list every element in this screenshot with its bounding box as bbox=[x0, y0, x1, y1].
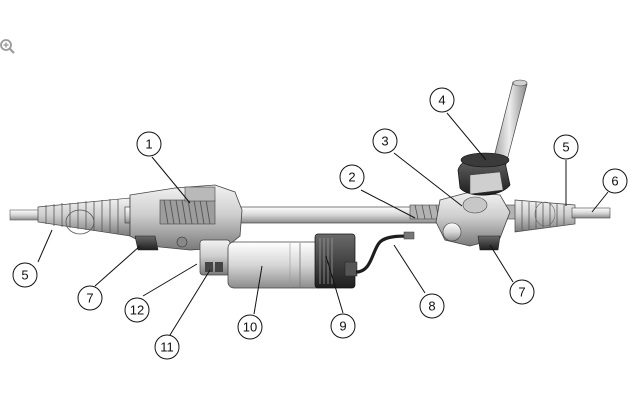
ball-screw-housing bbox=[129, 184, 243, 251]
svg-text:11: 11 bbox=[160, 340, 174, 355]
svg-text:6: 6 bbox=[611, 174, 618, 189]
zoom-in-icon[interactable] bbox=[0, 39, 15, 54]
steering-rack-illustration bbox=[9, 79, 611, 289]
callout-4: 4 bbox=[429, 87, 455, 113]
svg-text:9: 9 bbox=[339, 319, 346, 334]
svg-text:8: 8 bbox=[428, 299, 435, 314]
left-mount bbox=[134, 235, 159, 251]
svg-text:2: 2 bbox=[348, 170, 355, 185]
callout-5-left: 5 bbox=[12, 262, 38, 288]
control-unit bbox=[314, 233, 358, 289]
callout-10: 10 bbox=[237, 314, 263, 340]
svg-text:5: 5 bbox=[562, 140, 569, 155]
svg-text:7: 7 bbox=[518, 285, 525, 300]
callout-11: 11 bbox=[154, 334, 180, 360]
callout-2: 2 bbox=[339, 164, 365, 190]
right-bellows bbox=[514, 199, 576, 233]
svg-text:3: 3 bbox=[381, 134, 388, 149]
callout-12: 12 bbox=[124, 297, 150, 323]
right-tie-rod bbox=[571, 207, 611, 219]
callouts: 1 2 3 4 5 5 6 7 bbox=[12, 87, 628, 360]
callout-7-left: 7 bbox=[77, 285, 103, 311]
callout-5-right: 5 bbox=[553, 134, 579, 160]
right-mount bbox=[477, 235, 501, 251]
steering-shaft bbox=[457, 79, 528, 196]
callout-6: 6 bbox=[602, 168, 628, 194]
leader-lines bbox=[37, 112, 609, 336]
callout-9: 9 bbox=[330, 313, 356, 339]
callout-8: 8 bbox=[419, 293, 445, 319]
electric-motor bbox=[227, 241, 324, 289]
svg-text:12: 12 bbox=[130, 303, 144, 318]
pinion-housing bbox=[435, 191, 511, 247]
svg-text:7: 7 bbox=[86, 291, 93, 306]
callout-7-right: 7 bbox=[509, 279, 535, 305]
svg-text:5: 5 bbox=[21, 268, 28, 283]
callout-1: 1 bbox=[136, 131, 162, 157]
sensor-cable bbox=[355, 234, 411, 274]
callout-3: 3 bbox=[372, 128, 398, 154]
svg-text:1: 1 bbox=[145, 137, 152, 152]
left-tie-rod bbox=[9, 209, 41, 221]
svg-text:4: 4 bbox=[438, 93, 445, 108]
svg-text:10: 10 bbox=[243, 320, 257, 335]
belt-drive bbox=[199, 239, 231, 276]
